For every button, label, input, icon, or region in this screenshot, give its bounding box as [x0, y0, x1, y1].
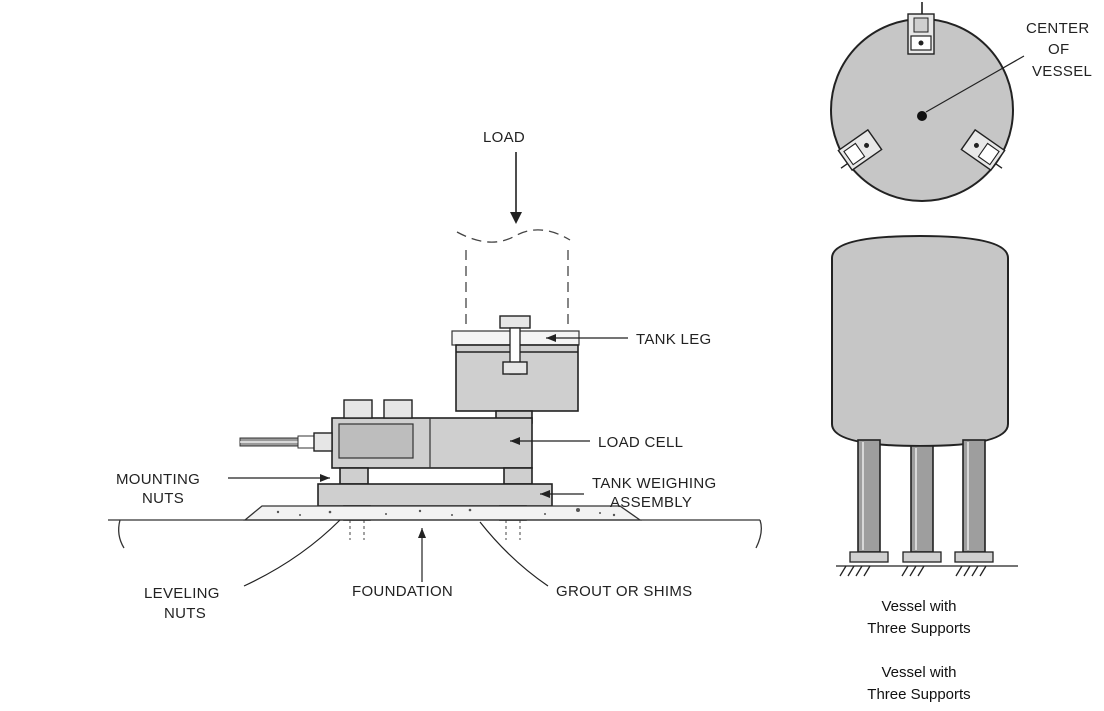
load-label: LOAD [483, 129, 525, 146]
mounting-nut-left [339, 467, 369, 485]
leveling-nuts-label-line2: NUTS [164, 605, 206, 622]
load-cell-bolt-right [383, 399, 413, 419]
vessel-top-view: CENTER OF VESSEL [830, 2, 1092, 202]
center-label-line2: OF [1048, 41, 1069, 58]
vessel-legs [857, 439, 986, 553]
foundation-ground [108, 519, 762, 549]
mounting-nuts-label-line1: MOUNTING [116, 471, 200, 488]
vessel-side-view [831, 234, 1018, 577]
mounting-nuts-label-line2: NUTS [142, 490, 184, 507]
caption-2-line1: Vessel with [881, 664, 956, 681]
tank-leg-outline [456, 229, 571, 330]
base-plate [317, 483, 553, 507]
load-arrow [510, 152, 522, 224]
bottom-left-support [837, 128, 883, 172]
mounting-nut-right [503, 467, 533, 485]
grout-pad [243, 505, 643, 521]
grout-speckles [276, 508, 616, 517]
bottom-right-support [960, 128, 1006, 172]
caption-1-line2: Three Supports [867, 620, 970, 637]
leader-arrowheads [320, 334, 556, 538]
center-leader-line [925, 55, 1025, 113]
load-cell-mounting-detail: LOAD [108, 129, 762, 622]
captions: Vessel with Three Supports Vessel with T… [867, 598, 970, 703]
tank-weighing-label-line1: TANK WEIGHING [592, 475, 716, 492]
foundation-label: FOUNDATION [352, 583, 453, 600]
tank-weighing-label-line2: ASSEMBLY [610, 494, 692, 511]
center-label-line1: CENTER [1026, 20, 1089, 37]
ground-hatch [836, 565, 1018, 577]
caption-1-line1: Vessel with [881, 598, 956, 615]
center-label-line3: VESSEL [1032, 63, 1092, 80]
grout-label: GROUT OR SHIMS [556, 583, 692, 600]
vessel-body [831, 234, 1009, 448]
anchor-bolts [349, 520, 521, 540]
load-cell-bolt-left [343, 399, 373, 419]
top-support [907, 2, 935, 55]
cable [239, 432, 333, 452]
vessel-feet [849, 551, 994, 563]
tank-leg-label: TANK LEG [636, 331, 711, 348]
caption-2-line2: Three Supports [867, 686, 970, 703]
vessel-center-dot [917, 111, 927, 121]
leveling-nuts-label-line1: LEVELING [144, 585, 220, 602]
load-cell-label-plate [338, 423, 414, 459]
top-bolt [499, 315, 531, 375]
load-cell-label: LOAD CELL [598, 434, 683, 451]
